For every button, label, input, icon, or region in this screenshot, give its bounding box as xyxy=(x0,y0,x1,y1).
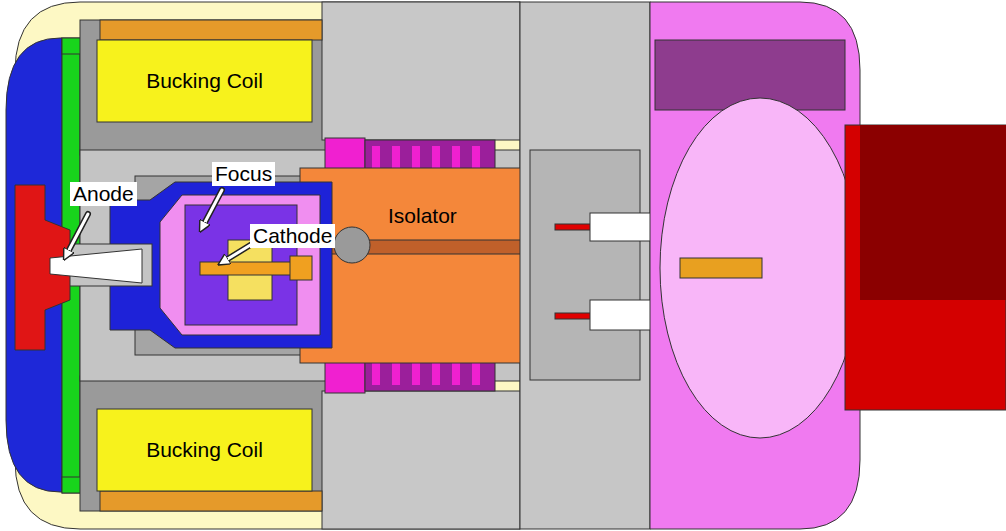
coil-box: Bucking Coil xyxy=(97,409,312,491)
part-label: Anode xyxy=(70,182,137,206)
part-label: Focus xyxy=(212,162,275,186)
isolator-block: Isolator xyxy=(300,168,542,363)
node-label: Bucking Coil xyxy=(146,438,263,462)
coil-box: Bucking Coil xyxy=(97,40,312,122)
node-label: Bucking Coil xyxy=(146,69,263,93)
node-label: Isolator xyxy=(388,204,542,228)
part-label: Cathode xyxy=(250,224,335,248)
